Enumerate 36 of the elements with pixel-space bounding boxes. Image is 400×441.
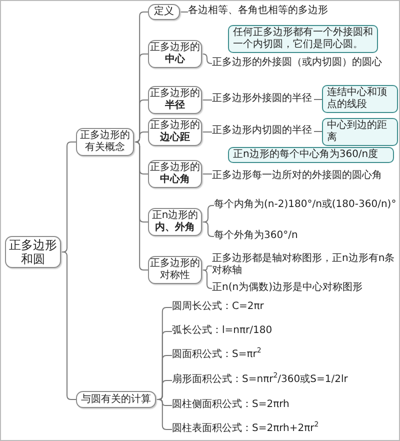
connector-line: [314, 99, 322, 100]
connector-line: [134, 142, 148, 270]
topic-box: 正多边形的半径: [148, 86, 202, 114]
callout-note: 任何正多边形都有一个外接圆和一个内切圆，它们是同心圆。: [228, 25, 378, 53]
branch-text: 圆柱表面积公式：S=2πrh+2πr$^{2}$: [172, 423, 392, 436]
topic-box: 正多边形的中心: [148, 40, 202, 68]
callout-note: 中心到边的距离: [322, 118, 398, 146]
branch-text: 正多边形每一边所对的外接圆的圆心角: [212, 170, 396, 183]
branch-text: 弧长公式：l=nπr/180: [172, 325, 392, 338]
topic-box: 定义: [148, 4, 180, 20]
connector-line: [60, 252, 76, 400]
callout-note: 正n边形的每个中心角为360/n度: [228, 147, 394, 163]
branch-text: 正多边形外接圆的半径: [212, 93, 314, 106]
branch-text: 正多边形内切圆的半径: [212, 125, 314, 138]
branch-text: 扇形面积公式：S=nπr$^{2}$/360或S=1/2lr: [172, 374, 392, 387]
branch-text: 每个外角为360°/n: [214, 230, 334, 243]
topic-box: 正n边形的内、外角: [148, 208, 202, 236]
branch-text: 每个内角为(n-2)180°/n或(180-360/n)°: [214, 199, 398, 212]
connector-line: [202, 54, 212, 64]
topic-box: 正多边形的边心距: [148, 118, 202, 146]
connector-line: [314, 131, 322, 132]
topic-box: 正多边形的有关概念: [76, 128, 134, 156]
branch-text: 各边相等、各角也相等的多边形: [188, 5, 378, 18]
connector-line: [202, 222, 214, 237]
branch-text: 圆面积公式：S=πr$^{2}$: [172, 349, 392, 362]
topic-box: 与圆有关的计算: [76, 391, 156, 408]
branch-text: 正多边形都是轴对称图形，正n边形有n条对称轴: [212, 253, 398, 279]
callout-note: 连结中心和顶点的线段: [322, 85, 398, 113]
topic-box: 正多边形和圆: [5, 236, 61, 268]
connector-line: [202, 270, 212, 289]
branch-text: 正多边形的外接圆（或内切圆）的圆心: [212, 57, 398, 70]
branch-text: 圆柱侧面积公式：S=2πrh: [172, 399, 392, 412]
branch-text: 正n(n为偶数)边形是中心对称图形: [212, 282, 398, 295]
branch-text: 圆周长公式：C=2πr: [172, 301, 392, 314]
topic-box: 正多边形的中心角: [148, 160, 202, 188]
topic-box: 正多边形的对称性: [148, 256, 202, 284]
